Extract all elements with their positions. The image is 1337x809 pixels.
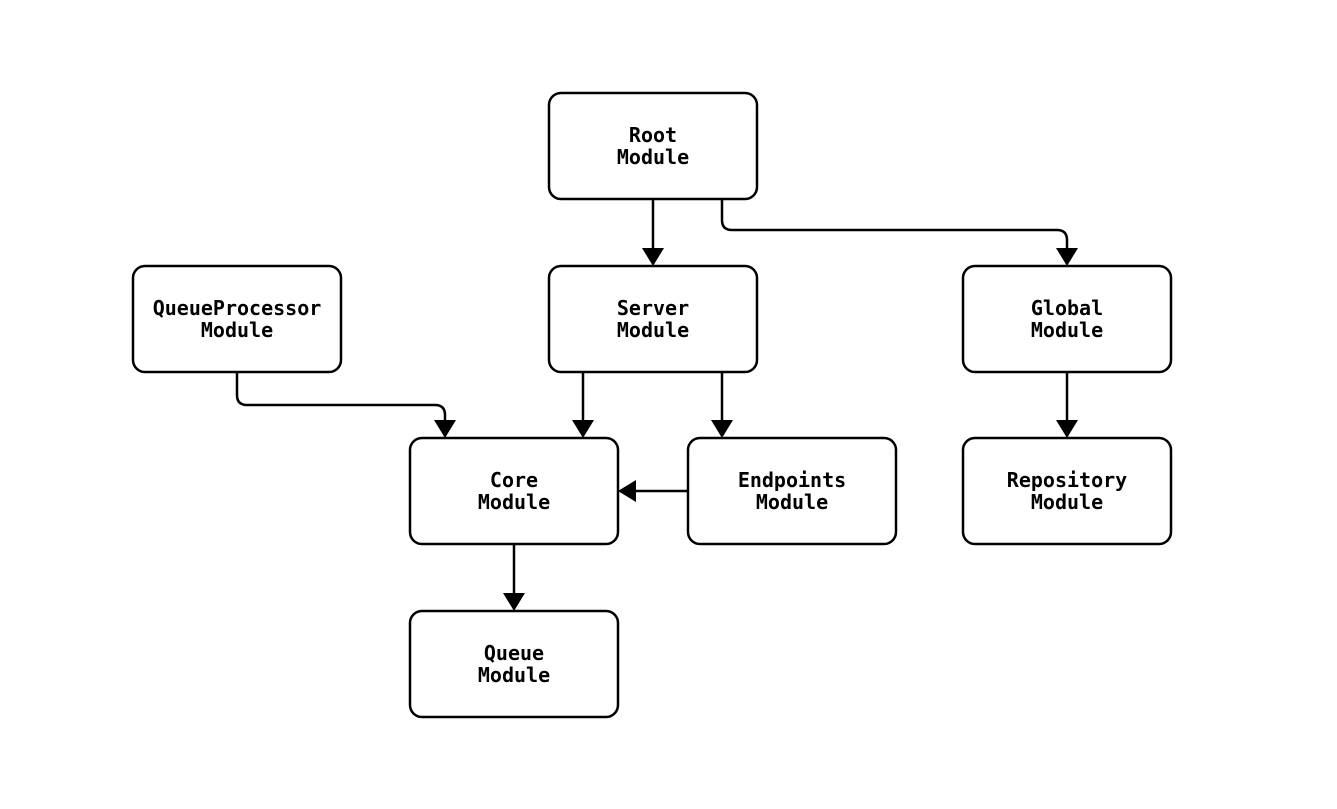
edge-root-to-global	[720, 199, 1078, 266]
node-box	[961, 436, 1173, 546]
arrowhead-icon	[1056, 248, 1078, 266]
arrowhead-icon	[1056, 420, 1078, 438]
arrowhead-icon	[572, 420, 594, 438]
node-box	[408, 436, 620, 546]
edge-core-to-queue	[503, 544, 525, 611]
arrowhead-icon	[642, 248, 664, 266]
arrowhead-icon	[503, 593, 525, 611]
node-box	[547, 264, 759, 374]
edge-server-to-core	[572, 372, 594, 438]
arrowhead-icon	[618, 480, 636, 502]
edge-line	[235, 372, 447, 420]
arrowhead-icon	[434, 420, 456, 438]
edge-root-to-server	[642, 199, 664, 266]
edge-endpoints-to-core	[618, 480, 688, 502]
node-box	[547, 91, 759, 201]
edge-queueprocessor-to-core	[235, 372, 456, 438]
edge-global-to-repository	[1056, 372, 1078, 438]
edge-line	[720, 199, 1069, 248]
arrowhead-icon	[711, 420, 733, 438]
node-box	[408, 609, 620, 719]
node-box	[961, 264, 1173, 374]
edge-server-to-endpoints	[711, 372, 733, 438]
node-box	[131, 264, 343, 374]
node-box	[686, 436, 898, 546]
